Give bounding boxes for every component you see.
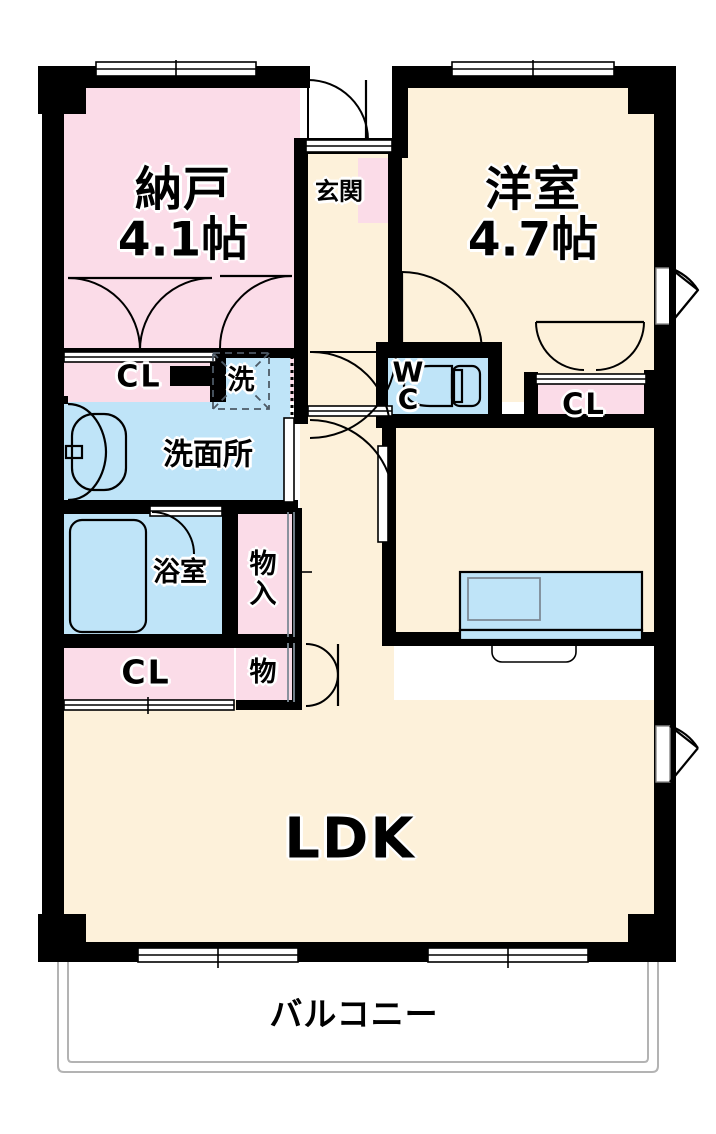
- wall-bath-right: [222, 512, 238, 642]
- wall-mono-bottom: [236, 700, 302, 710]
- closet-door-ldk-cl: [63, 697, 235, 714]
- wall-genkan-lower-left: [294, 406, 308, 424]
- wall-washroom-top: [220, 348, 294, 358]
- wall-bath-bottom: [62, 634, 298, 648]
- fixtures: [64, 352, 644, 663]
- closet-fill-ldk-cl: [62, 642, 234, 704]
- toilet: [402, 364, 482, 408]
- wall-genkan-left: [294, 138, 308, 422]
- door-yoshitsu-cl: [535, 320, 645, 371]
- monoire-line-1: 物: [249, 548, 277, 580]
- closet-door-yoshitsu-cl: [535, 373, 647, 385]
- room-label-yokushitsu: 浴室: [153, 556, 207, 588]
- wall-wc-top: [376, 342, 500, 358]
- washroom-door-panel: [283, 417, 295, 503]
- wc-line-1: W: [392, 355, 424, 389]
- wall-monoire-right: [292, 508, 302, 642]
- monoire-line-2: 入: [249, 579, 277, 610]
- wall-wc-bottom: [376, 414, 502, 428]
- washbasin: [64, 402, 128, 502]
- wall-left-strip: [62, 396, 68, 404]
- sliding-door-hall: [307, 405, 393, 417]
- room-label-yoshitsu-size: 4.7帖: [467, 212, 599, 268]
- window-ldk-right: [427, 944, 589, 968]
- door-swings: [67, 78, 700, 783]
- bathtub: [68, 518, 148, 634]
- window-yoshitsu: [451, 60, 615, 84]
- door-hall-lower: [309, 419, 395, 505]
- door-entrance: [307, 78, 369, 141]
- kitchen-counter: [458, 570, 644, 663]
- room-fill-ldk: [62, 700, 658, 942]
- room-label-genkan: 玄関: [315, 177, 363, 206]
- room-label-senmenjo: 洗面所: [163, 437, 253, 473]
- fixture-label-mono: 物: [249, 656, 277, 688]
- kitchen-door-panel: [377, 445, 389, 543]
- door-nando-entry: [219, 274, 293, 349]
- wall-hall-yoshitsu: [388, 150, 402, 350]
- door-bath: [151, 511, 195, 555]
- closet-label-yoshitsu-cl: CL: [562, 386, 606, 421]
- room-fill-nando: [62, 72, 300, 402]
- balcony: [57, 962, 659, 1073]
- closet-label-nando-cl: CL: [116, 359, 162, 395]
- window-ldk-left: [137, 944, 299, 968]
- fixture-label-wc: W C: [393, 358, 424, 415]
- closet-label-ldk-cl: CL: [121, 652, 171, 692]
- bath-door-frame: [149, 505, 223, 517]
- wall-right: [654, 88, 676, 942]
- wc-line-2: C: [397, 382, 419, 415]
- room-label-yoshitsu-name: 洋室: [485, 162, 581, 218]
- entrance-door-frame: [305, 139, 393, 153]
- room-label-nando-name: 納戸: [135, 162, 231, 218]
- fixture-label-sentakuki: 洗: [227, 364, 255, 396]
- wall-cl-yoshitsu-left: [524, 372, 538, 428]
- door-right-lower: [655, 725, 699, 783]
- fixture-label-monoire: 物 入: [249, 548, 277, 610]
- door-hall-upper: [309, 351, 398, 439]
- room-fill-yokushitsu: [62, 512, 226, 637]
- wall-mono-right: [292, 640, 302, 706]
- wall-yoshitsu-bottom: [500, 414, 658, 428]
- wall-left: [42, 88, 64, 942]
- windows: [63, 60, 647, 968]
- wall-wc-right: [488, 342, 502, 426]
- wall-genkan-right: [392, 66, 408, 158]
- room-label-nando-size: 4.1帖: [117, 212, 249, 268]
- door-yoshitsu-entry: [400, 271, 483, 353]
- room-label-ldk: LDK: [284, 806, 416, 872]
- wall-yoshitsu-cl-right: [644, 370, 658, 428]
- window-nando: [95, 60, 257, 84]
- balcony-label: バルコニー: [269, 994, 439, 1034]
- door-nando-cl: [67, 276, 213, 351]
- door-mono: [305, 643, 340, 707]
- door-right-upper: [655, 266, 700, 327]
- washing-machine-pan: [212, 352, 270, 410]
